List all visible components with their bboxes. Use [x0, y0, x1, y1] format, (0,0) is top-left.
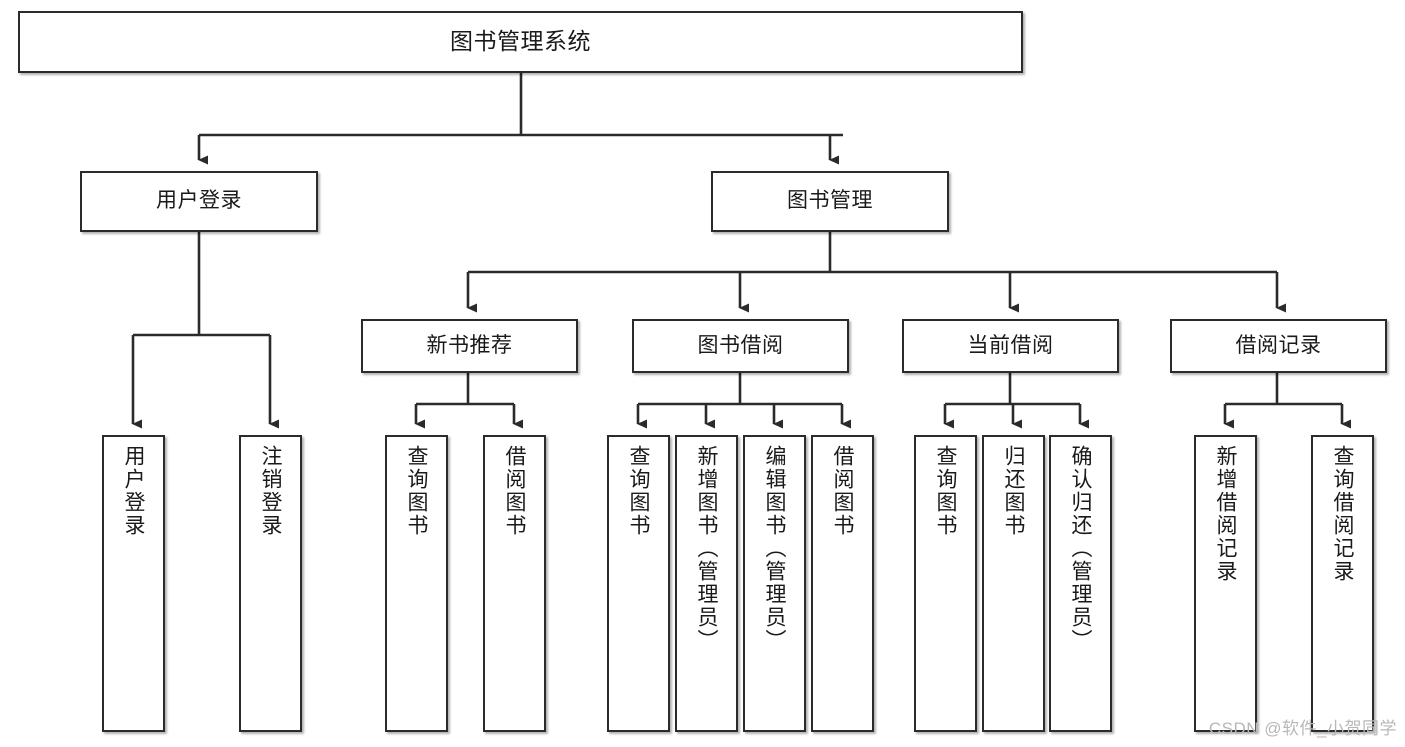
- node-leaf-logout-login[interactable]: 注销登录: [239, 435, 302, 732]
- node-leaf-query-record[interactable]: 查询借阅记录: [1311, 435, 1374, 732]
- node-borrow-record-label: 借阅记录: [1235, 333, 1322, 357]
- node-book-management[interactable]: 图书管理: [711, 171, 949, 232]
- node-borrow-record[interactable]: 借阅记录: [1170, 319, 1387, 373]
- node-leaf-confirm-return-label: 确认归还（管理员）: [1069, 445, 1092, 652]
- node-root-label: 图书管理系统: [450, 28, 591, 55]
- node-leaf-return-book[interactable]: 归还图书: [982, 435, 1045, 732]
- node-leaf-borrow-book-2[interactable]: 借阅图书: [811, 435, 874, 732]
- node-leaf-edit-book-label: 编辑图书（管理员）: [763, 445, 786, 652]
- node-leaf-query-book-2[interactable]: 查询图书: [607, 435, 670, 732]
- node-current-borrow[interactable]: 当前借阅: [902, 319, 1119, 373]
- node-current-borrow-label: 当前借阅: [967, 333, 1054, 357]
- node-book-borrow[interactable]: 图书借阅: [632, 319, 849, 373]
- node-leaf-query-book-2-label: 查询图书: [627, 445, 650, 537]
- node-leaf-add-book-label: 新增图书（管理员）: [695, 445, 718, 652]
- node-leaf-add-record-label: 新增借阅记录: [1214, 445, 1237, 583]
- node-new-book-recommend-label: 新书推荐: [426, 333, 513, 357]
- node-root[interactable]: 图书管理系统: [18, 11, 1023, 73]
- node-leaf-borrow-book-2-label: 借阅图书: [831, 445, 854, 537]
- node-leaf-query-book-3-label: 查询图书: [934, 445, 957, 537]
- node-leaf-add-record[interactable]: 新增借阅记录: [1194, 435, 1257, 732]
- node-leaf-user-login[interactable]: 用户登录: [102, 435, 165, 732]
- node-leaf-user-login-label: 用户登录: [122, 445, 145, 537]
- node-leaf-return-book-label: 归还图书: [1002, 445, 1025, 537]
- node-leaf-logout-login-label: 注销登录: [259, 445, 282, 537]
- node-leaf-edit-book[interactable]: 编辑图书（管理员）: [743, 435, 806, 732]
- node-leaf-add-book[interactable]: 新增图书（管理员）: [675, 435, 738, 732]
- node-leaf-query-book-1-label: 查询图书: [405, 445, 428, 537]
- node-leaf-borrow-book-1[interactable]: 借阅图书: [483, 435, 546, 732]
- node-leaf-borrow-book-1-label: 借阅图书: [503, 445, 526, 537]
- node-user-login-label: 用户登录: [156, 189, 242, 213]
- node-leaf-confirm-return[interactable]: 确认归还（管理员）: [1049, 435, 1112, 732]
- node-book-management-label: 图书管理: [787, 189, 873, 213]
- watermark: CSDN @软件_小贺同学: [1208, 719, 1397, 738]
- node-leaf-query-book-1[interactable]: 查询图书: [385, 435, 448, 732]
- node-new-book-recommend[interactable]: 新书推荐: [361, 319, 578, 373]
- node-book-borrow-label: 图书借阅: [697, 333, 784, 357]
- node-leaf-query-book-3[interactable]: 查询图书: [914, 435, 977, 732]
- node-leaf-query-record-label: 查询借阅记录: [1331, 445, 1354, 583]
- node-user-login[interactable]: 用户登录: [80, 171, 318, 232]
